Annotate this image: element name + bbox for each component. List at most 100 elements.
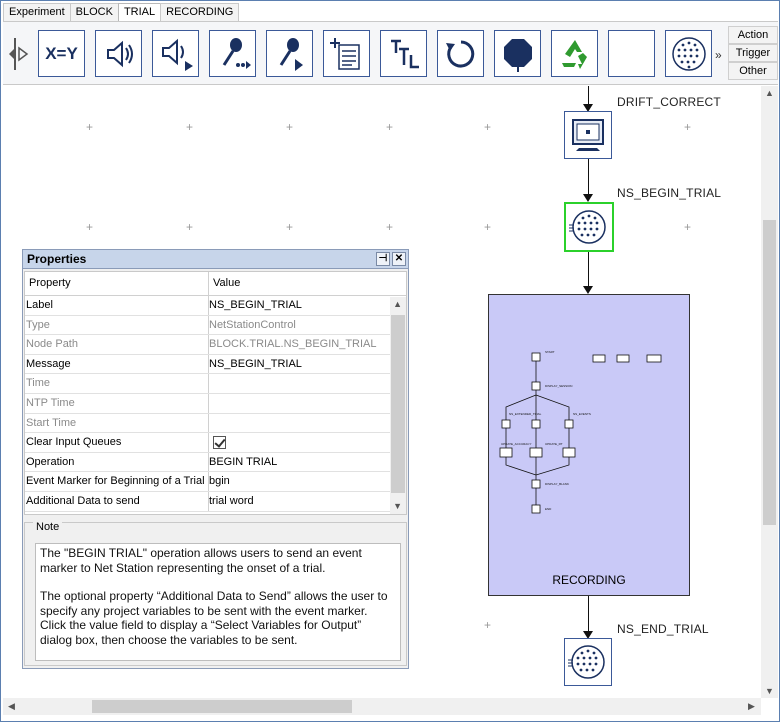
property-name: Start Time bbox=[25, 413, 209, 433]
set-variable-button[interactable]: X=Y bbox=[38, 30, 85, 77]
property-row-operation[interactable]: Operation BEGIN TRIAL bbox=[25, 452, 406, 473]
palette-tab-trigger[interactable]: Trigger bbox=[728, 44, 778, 62]
record-sound-button[interactable] bbox=[209, 30, 256, 77]
properties-panel: Properties ⊣ ✕ Property Value Label NS_B… bbox=[22, 249, 409, 669]
node-ns-begin-trial[interactable] bbox=[564, 202, 614, 252]
scroll-up-icon[interactable]: ▲ bbox=[765, 88, 774, 98]
property-row-start-time[interactable]: Start Time bbox=[25, 413, 406, 434]
toolbar-scroll-left-icon[interactable] bbox=[5, 30, 31, 78]
loop-icon bbox=[445, 40, 474, 67]
property-name: NTP Time bbox=[25, 393, 209, 413]
svg-text:DISPLAY_SESSION: DISPLAY_SESSION bbox=[545, 384, 572, 388]
stop-button[interactable] bbox=[494, 30, 541, 77]
scroll-down-icon[interactable]: ▼ bbox=[765, 686, 774, 696]
column-header-property[interactable]: Property bbox=[25, 272, 209, 295]
node-drift-correct[interactable] bbox=[564, 111, 612, 159]
close-icon[interactable]: ✕ bbox=[392, 252, 406, 266]
grid-marker: + bbox=[684, 220, 692, 234]
property-value[interactable]: NS_BEGIN_TRIAL bbox=[209, 299, 302, 311]
grid-marker: + bbox=[484, 220, 492, 234]
grid-marker: + bbox=[86, 120, 94, 134]
ttl-button[interactable] bbox=[380, 30, 427, 77]
property-row-label[interactable]: Label NS_BEGIN_TRIAL bbox=[25, 296, 406, 316]
property-value[interactable]: trial word bbox=[209, 494, 254, 507]
connector-line bbox=[588, 596, 589, 633]
property-name: Message bbox=[25, 354, 209, 374]
property-name: Label bbox=[25, 296, 209, 315]
connector-line bbox=[588, 159, 589, 197]
text-add-icon bbox=[329, 37, 360, 70]
node-label-ns-begin-trial: NS_BEGIN_TRIAL bbox=[617, 186, 722, 200]
property-value bbox=[209, 414, 390, 433]
node-recording[interactable]: START DISPLAY_SESSION NS_EXTENDED_TRIAL … bbox=[488, 294, 690, 596]
play-sound-until-button[interactable] bbox=[152, 30, 199, 77]
property-grid-header: Property Value bbox=[25, 272, 406, 296]
property-grid-scroll-thumb[interactable] bbox=[391, 315, 405, 493]
text-display-button[interactable] bbox=[323, 30, 370, 77]
tab-recording[interactable]: RECORDING bbox=[160, 3, 240, 21]
svg-text:UPDATE_RT: UPDATE_RT bbox=[545, 442, 563, 446]
property-row-time[interactable]: Time bbox=[25, 374, 406, 394]
connector-line bbox=[588, 86, 589, 106]
property-value: BLOCK.TRIAL.NS_BEGIN_TRIAL bbox=[209, 338, 377, 351]
net-station-button[interactable] bbox=[665, 30, 712, 77]
property-row-message[interactable]: Message NS_BEGIN_TRIAL bbox=[25, 354, 406, 375]
grid-marker: + bbox=[386, 220, 394, 234]
svg-text:DISPLAY_BLANK: DISPLAY_BLANK bbox=[545, 482, 569, 486]
pin-icon[interactable]: ⊣ bbox=[376, 252, 390, 266]
grid-marker: + bbox=[186, 220, 194, 234]
property-value[interactable]: NS_BEGIN_TRIAL bbox=[209, 357, 302, 370]
scroll-left-icon[interactable]: ◀ bbox=[8, 701, 15, 711]
properties-title-bar[interactable]: Properties ⊣ ✕ bbox=[23, 250, 408, 269]
scroll-down-icon[interactable]: ▼ bbox=[393, 501, 402, 511]
scroll-right-icon[interactable]: ▶ bbox=[748, 701, 755, 711]
blank-button[interactable] bbox=[608, 30, 655, 77]
connector-arrow-icon bbox=[583, 631, 593, 639]
property-row-clear-input-queues[interactable]: Clear Input Queues bbox=[25, 433, 406, 453]
tab-experiment[interactable]: Experiment bbox=[3, 3, 71, 21]
grid-marker: + bbox=[484, 120, 492, 134]
note-group: Note The "BEGIN TRIAL" operation allows … bbox=[24, 521, 407, 666]
note-text: The "BEGIN TRIAL" operation allows users… bbox=[35, 543, 401, 661]
properties-title: Properties bbox=[27, 252, 87, 266]
grid-marker: + bbox=[286, 120, 294, 134]
property-row-type[interactable]: Type NetStationControl bbox=[25, 315, 406, 336]
canvas-vertical-scroll-thumb[interactable] bbox=[763, 220, 776, 525]
recycle-button[interactable] bbox=[551, 30, 598, 77]
tab-block[interactable]: BLOCK bbox=[69, 3, 119, 21]
palette-tab-other[interactable]: Other bbox=[728, 62, 778, 80]
node-ns-end-trial[interactable] bbox=[564, 638, 612, 686]
svg-text:UPDATE_ACCURACY: UPDATE_ACCURACY bbox=[501, 442, 531, 446]
node-toolbar: X=Y bbox=[3, 21, 778, 85]
property-value[interactable]: BEGIN TRIAL bbox=[209, 455, 278, 468]
clear-input-queues-checkbox[interactable] bbox=[213, 436, 226, 450]
column-header-value[interactable]: Value bbox=[213, 277, 241, 289]
property-row-ntp-time[interactable]: NTP Time bbox=[25, 393, 406, 414]
palette-tab-action[interactable]: Action bbox=[728, 26, 778, 44]
sensor-net-icon bbox=[569, 210, 606, 244]
svg-text:END: END bbox=[545, 507, 552, 511]
speaker-arrow-icon bbox=[161, 38, 193, 71]
property-value[interactable] bbox=[209, 433, 390, 452]
toolbar-more-icon[interactable]: » bbox=[715, 48, 722, 62]
property-name: Additional Data to send bbox=[25, 491, 209, 511]
scroll-up-icon[interactable]: ▲ bbox=[393, 299, 402, 309]
connector-arrow-icon bbox=[583, 286, 593, 294]
node-label-recording: RECORDING bbox=[552, 573, 626, 587]
property-row-additional-data[interactable]: Additional Data to send trial word bbox=[25, 491, 406, 512]
property-value[interactable]: bgin bbox=[209, 475, 230, 488]
play-sound-button[interactable] bbox=[95, 30, 142, 77]
property-row-node-path[interactable]: Node Path BLOCK.TRIAL.NS_BEGIN_TRIAL bbox=[25, 335, 406, 355]
property-value bbox=[209, 394, 390, 413]
canvas-horizontal-scroll-thumb[interactable] bbox=[92, 700, 352, 713]
loop-button[interactable] bbox=[437, 30, 484, 77]
tab-trial[interactable]: TRIAL bbox=[117, 3, 162, 21]
connector-arrow-icon bbox=[583, 104, 593, 112]
record-sound-arrow-button[interactable] bbox=[266, 30, 313, 77]
grid-marker: + bbox=[484, 618, 492, 632]
connector-line bbox=[588, 252, 589, 288]
note-legend: Note bbox=[33, 521, 63, 533]
sub-graph-icon: START DISPLAY_SESSION NS_EXTENDED_TRIAL … bbox=[499, 350, 662, 514]
grid-marker: + bbox=[86, 220, 94, 234]
property-row-event-marker[interactable]: Event Marker for Beginning of a Trial bg… bbox=[25, 472, 406, 492]
